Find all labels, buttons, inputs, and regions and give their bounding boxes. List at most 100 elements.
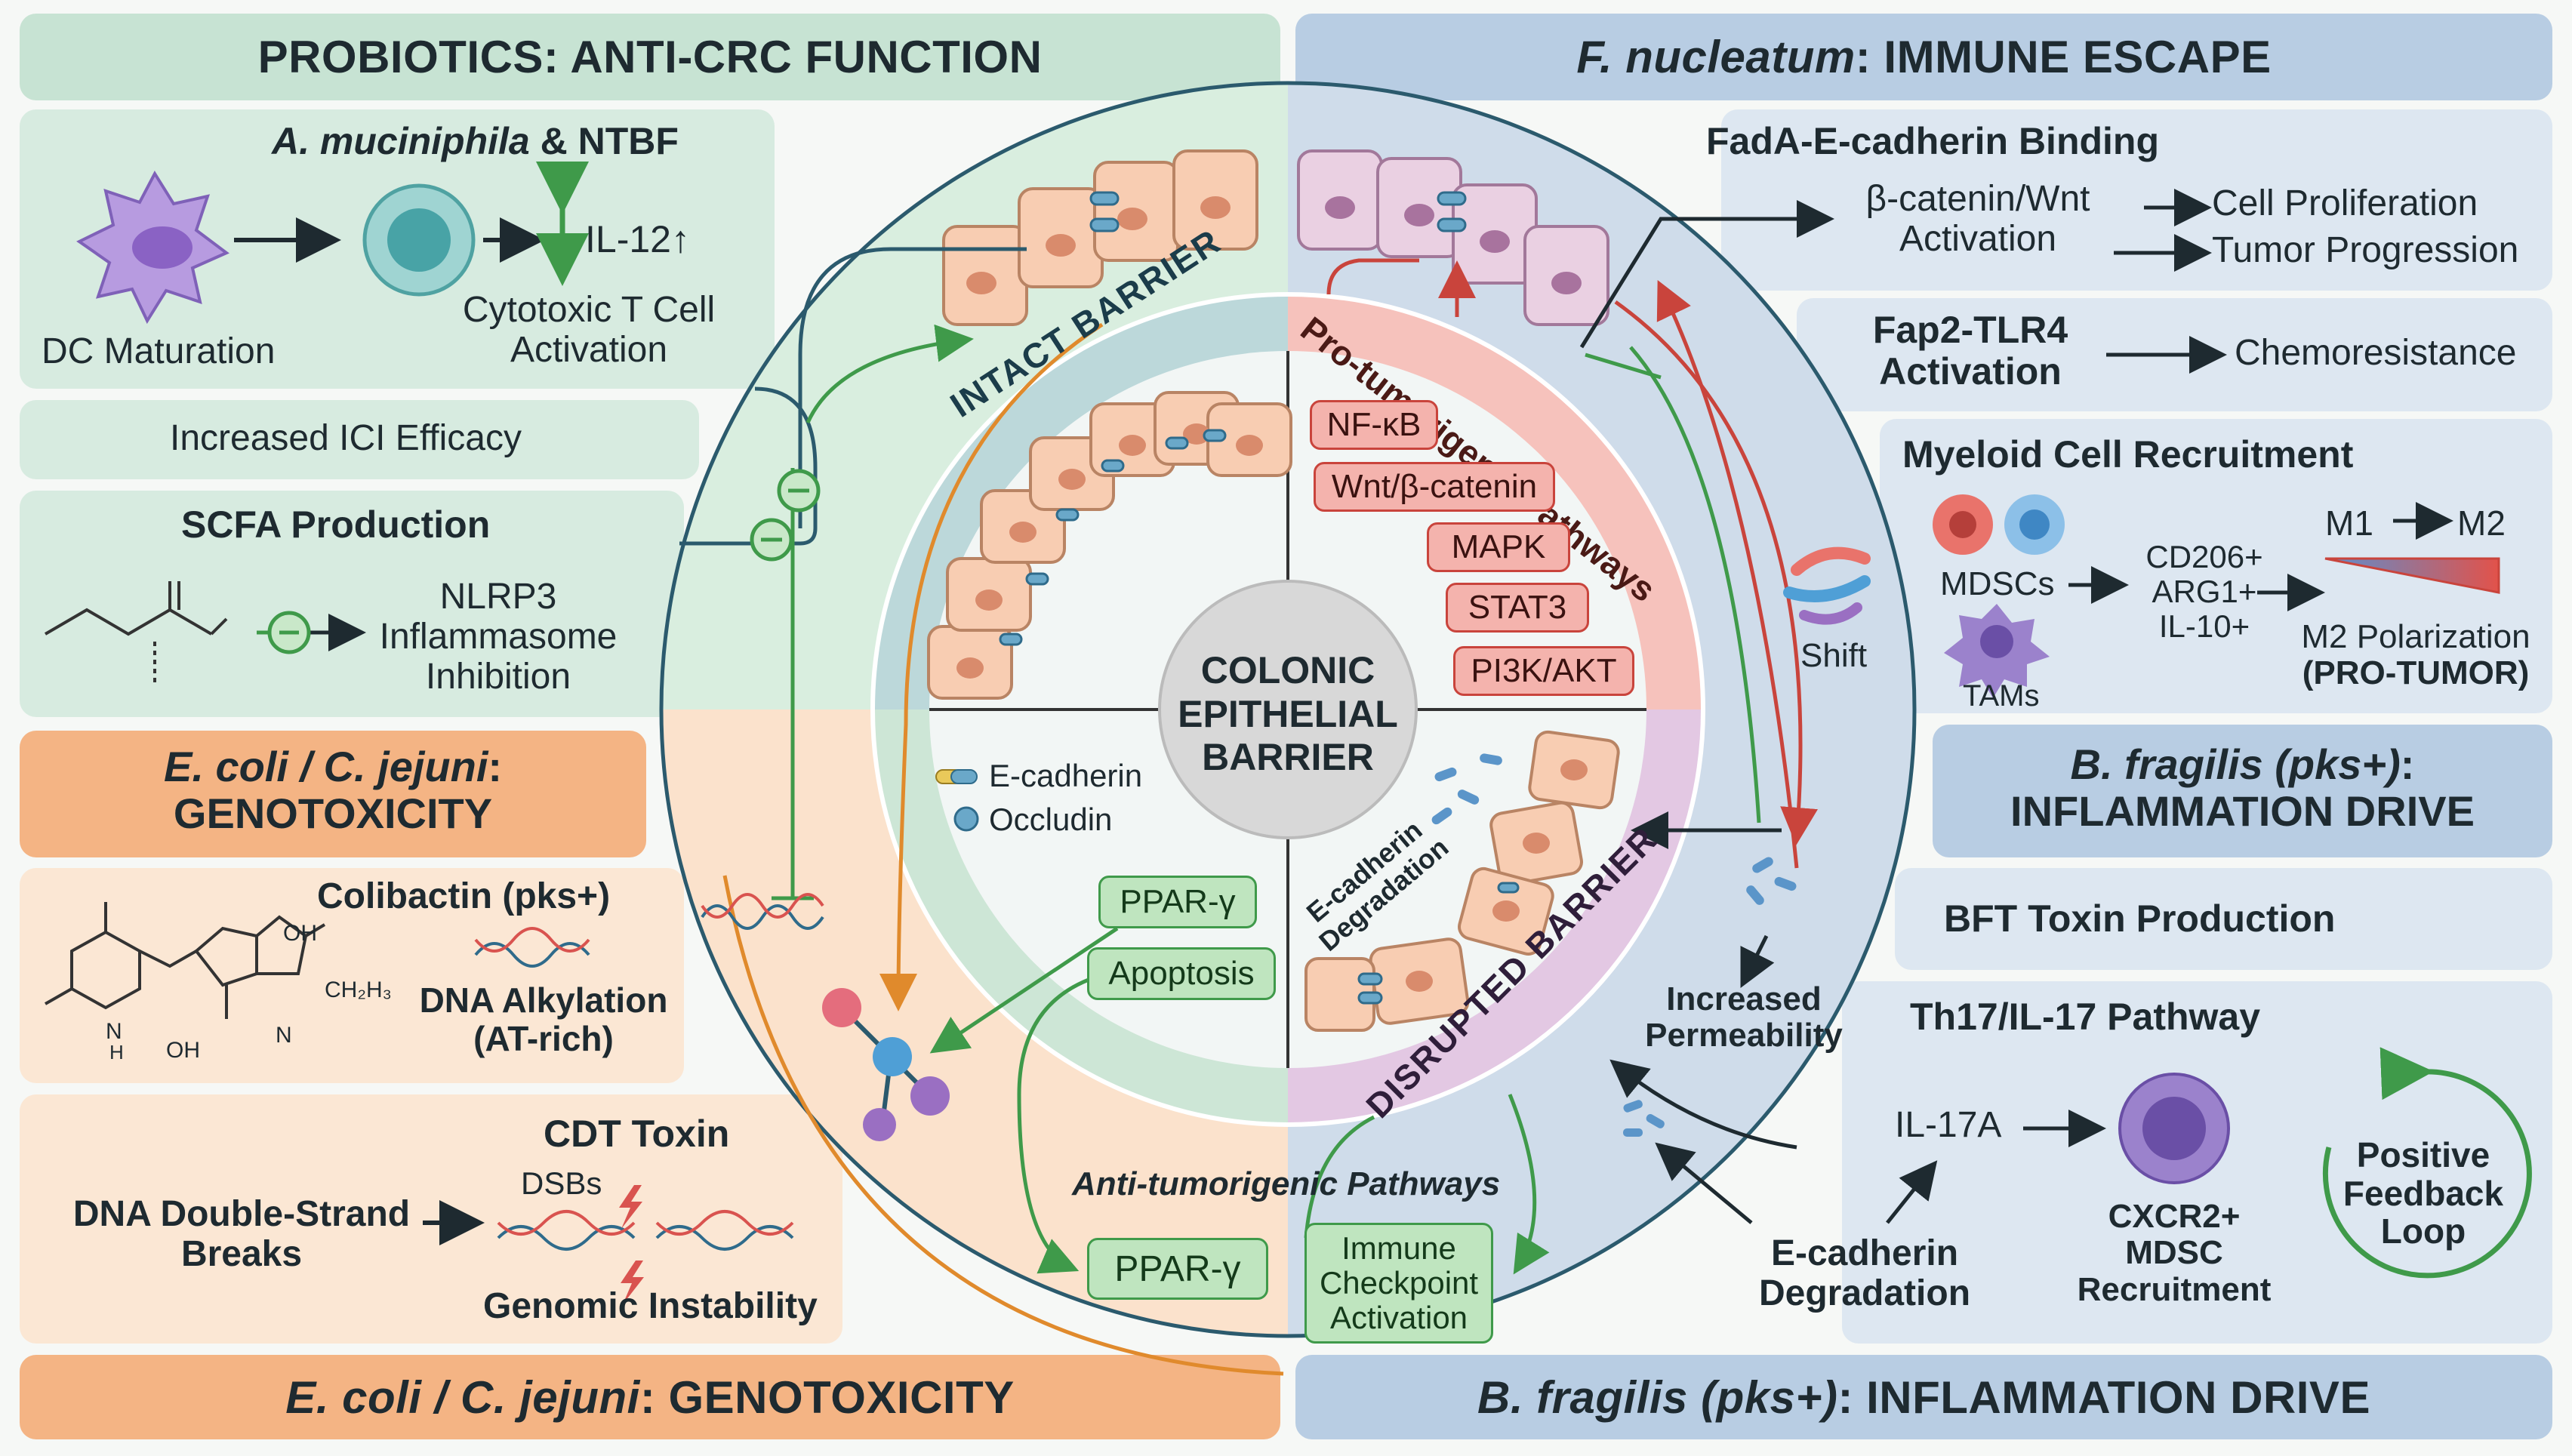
pathway-nfkb: NF-κB — [1310, 400, 1438, 450]
ecad-deg-label-right: E-cadherin Degradation — [1736, 1233, 1993, 1314]
pathway-pi3k: PI3K/AKT — [1453, 646, 1634, 696]
dsb-label: DNA Double-Strand Breaks — [68, 1194, 415, 1275]
dendritic-cell-icon — [76, 170, 229, 325]
mdsc-icons — [1933, 494, 2065, 555]
myeloid-title: Myeloid Cell Recruitment — [1902, 433, 2354, 476]
shift-icon — [1783, 546, 1871, 625]
scfa-panel — [20, 491, 684, 717]
core-line3: BARRIER — [1202, 736, 1374, 778]
genotox-bottom-header-italic: E. coli / C. jejuni — [285, 1371, 640, 1423]
fap2-line2: Activation — [1879, 350, 2062, 392]
legend-occludin: Occludin — [989, 802, 1113, 837]
bcat-line1: β-catenin/Wnt — [1865, 179, 2090, 219]
legend-ecadherin: E-cadherin — [989, 758, 1143, 793]
chemoresistance-label: Chemoresistance — [2235, 333, 2517, 373]
pathway-stat3: STAT3 — [1446, 583, 1589, 633]
molecule-icon — [822, 988, 950, 1141]
pathway-mapk: MAPK — [1427, 522, 1570, 572]
nlrp3-line3: Inhibition — [425, 656, 571, 697]
fada-panel — [1721, 109, 2552, 291]
genotox-mid-colon: : — [488, 743, 503, 790]
bcat-line2: Activation — [1899, 218, 2057, 259]
m2-pol-line: M2 Polarization — [2301, 618, 2530, 655]
t-cell-icon — [362, 183, 476, 297]
shift-label: Shift — [1800, 637, 1868, 674]
scfa-title: SCFA Production — [181, 503, 491, 546]
genotox-mid-line2: GENOTOXICITY — [173, 789, 493, 837]
fap2-label: Fap2-TLR4 Activation — [1819, 309, 2121, 392]
chem-oh-top: OH — [283, 921, 317, 946]
genotox-mid-header — [20, 731, 646, 857]
bfrag-bottom-header-italic: B. fragilis (pks+) — [1477, 1371, 1838, 1423]
dsb-line1: DNA Double-Strand — [72, 1194, 411, 1234]
dc-maturation-label: DC Maturation — [42, 331, 276, 371]
legend-markers — [935, 769, 979, 832]
core-label: COLONIC EPITHELIAL BARRIER — [1167, 649, 1409, 780]
markers-label: CD206+ ARG1+ IL-10+ — [2129, 539, 2280, 645]
dna-alkylation-label: DNA Alkylation (AT-rich) — [400, 981, 687, 1057]
m1m2-gradient — [2324, 557, 2500, 594]
tcell-line2: Activation — [510, 329, 668, 370]
probiotics-header-text: PROBIOTICS: ANTI-CRC FUNCTION — [257, 32, 1043, 82]
chem-oh-bottom: OH — [166, 1038, 200, 1063]
icp-line2: Checkpoint — [1319, 1264, 1479, 1301]
probiotics-subtitle: A. muciniphila & NTBF — [272, 121, 679, 162]
th17-title: Th17/IL-17 Pathway — [1910, 996, 2261, 1038]
immune-checkpoint-pill: Immune Checkpoint Activation — [1304, 1223, 1493, 1344]
tcell-activation-label: Cytotoxic T Cell Activation — [445, 290, 732, 371]
tumor-progression-label: Tumor Progression — [2212, 230, 2519, 270]
ecad-deg-r-line1: E-cadherin — [1770, 1233, 1959, 1273]
colibactin-panel — [20, 868, 684, 1083]
tams-label: TAMs — [1963, 679, 2040, 713]
bfrag-mid-italic: B. fragilis (pks+) — [2070, 740, 2401, 788]
increased-permeability-label: Increased Permeability — [1631, 980, 1857, 1054]
pathway-wnt: Wnt/β-catenin — [1314, 462, 1555, 512]
mdsc-cell-icon — [2118, 1073, 2230, 1184]
genotox-mid-italic: E. coli / C. jejuni — [163, 743, 488, 790]
colibactin-label: Colibactin (pks+) — [317, 876, 611, 916]
icp-line3: Activation — [1329, 1300, 1468, 1336]
tam-icon — [1944, 604, 2050, 698]
scfa-molecule-icon — [44, 581, 228, 683]
bfrag-bottom-header: B. fragilis (pks+): INFLAMMATION DRIVE — [1295, 1355, 2552, 1439]
ntbf-label: & NTBF — [529, 120, 679, 162]
loop-line3: Loop — [2380, 1211, 2466, 1251]
perm-line2: Permeability — [1645, 1017, 1843, 1054]
m2-label: M2 — [2457, 503, 2506, 543]
icp-line1: Immune — [1341, 1230, 1456, 1266]
dna-helix-icon — [701, 893, 824, 930]
tcell-line1: Cytotoxic T Cell — [462, 290, 716, 330]
ici-panel — [20, 400, 699, 479]
dna-alk-line2: (AT-rich) — [473, 1018, 614, 1058]
cxcr-line3: Recruitment — [2077, 1270, 2272, 1308]
nlrp3-line2: Inflammasome — [379, 616, 618, 657]
mdscs-label: MDSCs — [1940, 565, 2055, 602]
il17a-label: IL-17A — [1895, 1105, 2002, 1145]
markers-line2: ARG1+ — [2152, 574, 2257, 610]
markers-line3: IL-10+ — [2158, 608, 2250, 645]
dsbs-label: DSBs — [521, 1165, 602, 1201]
minus-circle-icons — [750, 469, 821, 562]
bfrag-mid-header-text: B. fragilis (pks+): INFLAMMATION DRIVE — [1933, 741, 2552, 834]
fnuc-header-rest: : IMMUNE ESCAPE — [1855, 32, 2272, 82]
il12-label: IL-12↑ — [585, 218, 690, 260]
ecad-deg-r-line2: Degradation — [1758, 1273, 1971, 1313]
apoptosis-pill: Apoptosis — [1087, 947, 1276, 1000]
perm-line1: Increased — [1666, 980, 1822, 1017]
cxcr2-label: CXCR2+ MDSC Recruitment — [2053, 1198, 2295, 1308]
core-line1: COLONIC — [1200, 649, 1375, 691]
bfrag-bottom-header-rest: : INFLAMMATION DRIVE — [1837, 1371, 2370, 1423]
chem-n2: N — [276, 1023, 292, 1048]
ici-efficacy-label: Increased ICI Efficacy — [170, 418, 522, 458]
cxcr-line1: CXCR2+ — [2108, 1198, 2241, 1235]
chem-n1: N — [106, 1019, 122, 1044]
cdt-title: CDT Toxin — [544, 1113, 730, 1155]
bft-label: BFT Toxin Production — [1944, 897, 2336, 940]
genotox-mid-header-text: E. coli / C. jejuni: GENOTOXICITY — [20, 743, 646, 836]
dsb-line2: Breaks — [180, 1233, 303, 1274]
ppar-inner-pill: PPAR-γ — [1098, 876, 1257, 928]
loop-line2: Feedback — [2343, 1173, 2504, 1213]
dna-alk-line1: DNA Alkylation — [419, 980, 668, 1020]
chem-h1: H — [109, 1041, 124, 1064]
bcatenin-label: β-catenin/Wnt Activation — [1834, 179, 2121, 260]
